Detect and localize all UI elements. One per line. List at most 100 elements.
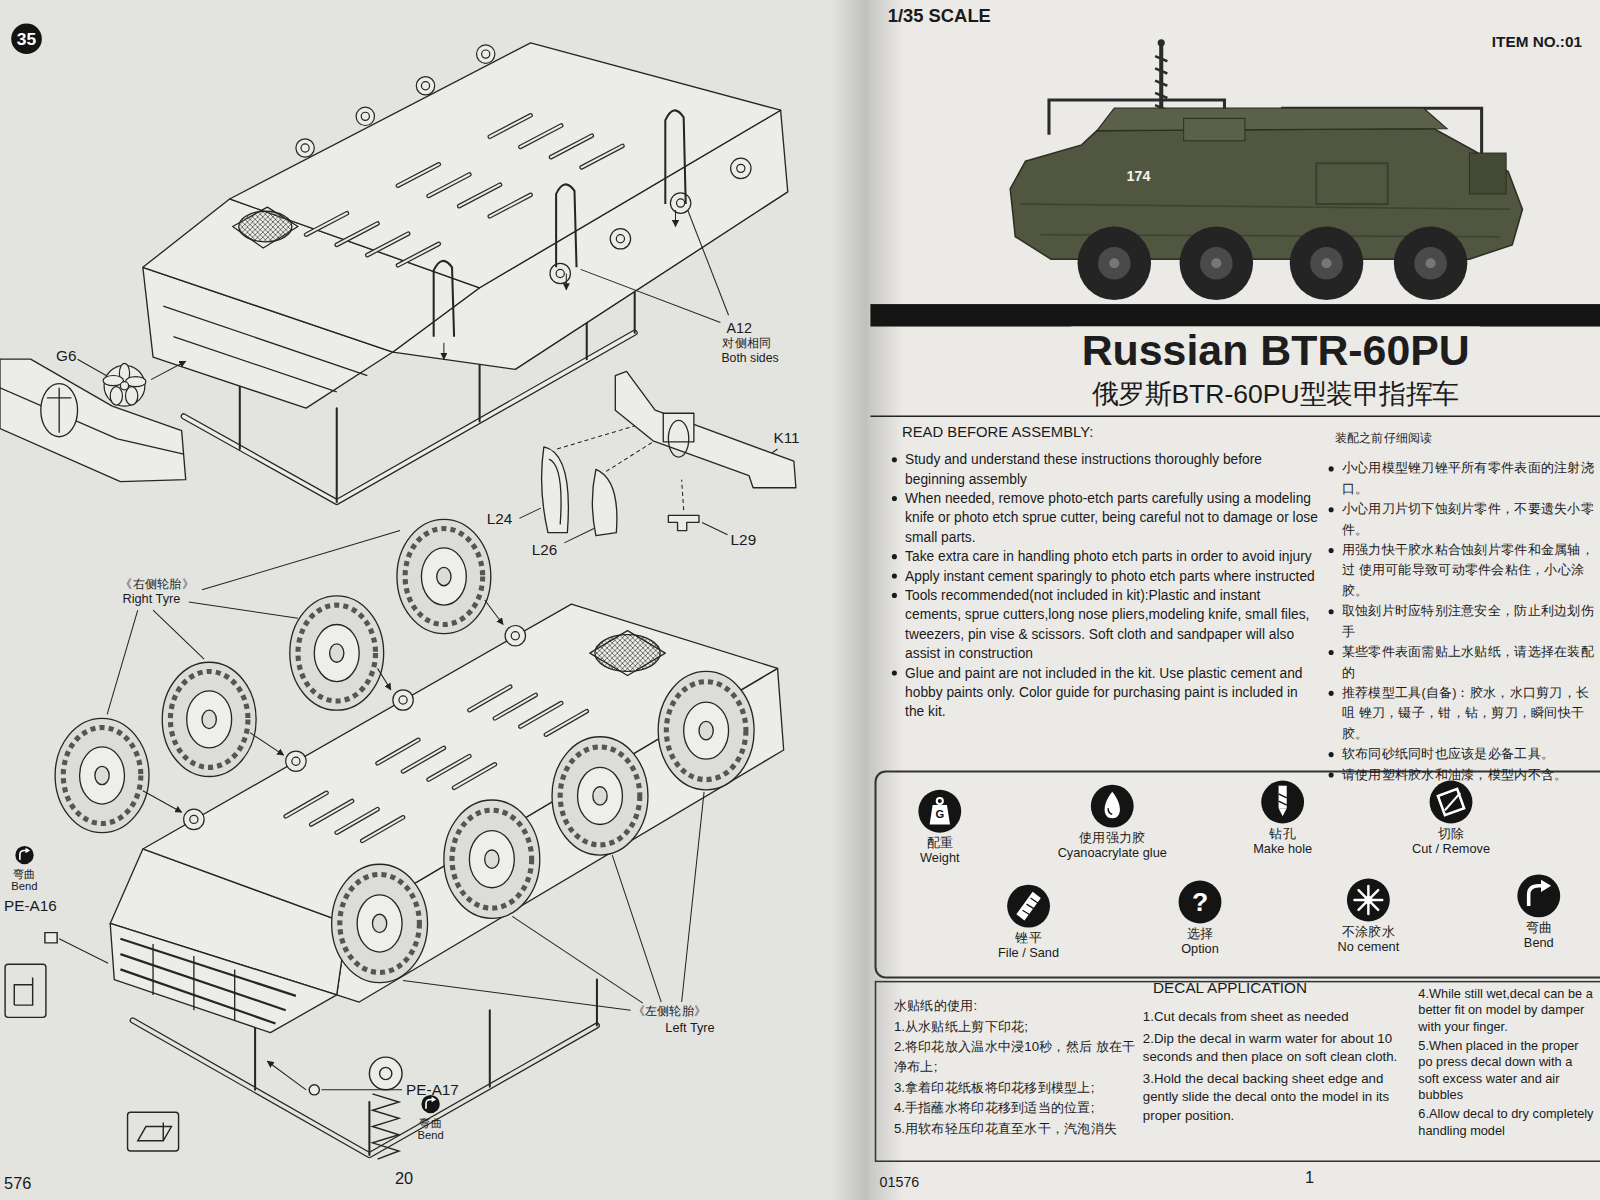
- icon-circle: [426, 1099, 432, 1108]
- part-label: L24: [487, 510, 513, 528]
- screw-part: [45, 933, 402, 1160]
- list-item: 3.Hold the decal backing sheet edge and …: [1143, 1069, 1412, 1126]
- bullet-dot: [892, 496, 897, 501]
- suspension-hub: [292, 757, 300, 765]
- bullet-dot: [892, 457, 897, 462]
- bullet-dot: [1329, 507, 1334, 512]
- icon-label: Make hole: [1216, 842, 1349, 857]
- icon-label: Bend: [405, 1129, 456, 1141]
- vehicle-marking: 174: [1127, 167, 1151, 183]
- group-label: 《右侧轮胎》: [120, 578, 193, 592]
- leader-line: [250, 733, 284, 755]
- icon-circle: [937, 798, 943, 804]
- tyre: [357, 895, 402, 952]
- icon-circle: [1261, 781, 1304, 824]
- tyre: [666, 682, 746, 780]
- vehicle-illustration: [1200, 247, 1233, 280]
- vehicle-illustration: [1321, 258, 1331, 268]
- list-item: 软布同砂纸同时也应该是必备工具。: [1327, 744, 1596, 764]
- symbol-icon: 弯曲Bend: [1488, 873, 1590, 951]
- part-label: K11: [773, 429, 799, 447]
- bracket-part: [542, 447, 569, 533]
- leader-line: [78, 359, 107, 375]
- suspension-hub: [399, 696, 407, 704]
- icon-circle: [421, 1095, 439, 1113]
- bullet-dot: [892, 670, 897, 675]
- icon-glyph: G: [873, 792, 1006, 837]
- suspension-hub: [361, 112, 369, 120]
- icon-glyph-text: G: [935, 809, 944, 820]
- screw-part: [45, 933, 57, 943]
- bend-symbol: [5, 964, 46, 1017]
- icon-circle: [1016, 892, 1040, 921]
- suspension-hub: [184, 809, 204, 829]
- instruction-list: Study and understand these instructions …: [890, 450, 1319, 721]
- icon-circle: [918, 790, 961, 833]
- icon-circle: [1108, 808, 1112, 814]
- section-heading: 装配之前仔细阅读: [1335, 432, 1433, 446]
- suspension-hub: [505, 626, 525, 646]
- icon-label: 配重: [873, 836, 1006, 851]
- fan-part: [103, 363, 146, 406]
- symbol-icon: 切除Cut / Remove: [1385, 780, 1518, 858]
- instruction-text: 4.While still wet,decal can be a better …: [1418, 986, 1596, 1035]
- part-label: G6: [56, 347, 76, 365]
- instruction-text: Tools recommended(not included in kit):P…: [905, 586, 1318, 664]
- list-item: 用强力快干胶水粘合蚀刻片零件和金属轴，过 使用可能导致可动零件会粘住，小心涂胶。: [1327, 540, 1596, 601]
- instruction-text: When needed, remove photo-etch parts car…: [905, 489, 1318, 547]
- icon-label: 弯曲: [405, 1116, 456, 1128]
- icon-circle: [1529, 886, 1542, 906]
- icon-circle: [1438, 789, 1464, 815]
- bullet-dot: [1329, 547, 1334, 552]
- vehicle-illustration: [1078, 227, 1151, 300]
- bullet-dot: [1329, 752, 1334, 757]
- tyre: [485, 850, 499, 868]
- suspension-hub: [301, 144, 309, 152]
- icon-circle: [1445, 793, 1460, 810]
- hull-drawing: [153, 944, 235, 1021]
- bullet-dot: [892, 573, 897, 578]
- leader-line: [512, 916, 643, 1003]
- suspension-hub: [511, 632, 519, 640]
- instruction-text: 4.手指蘸水将印花移到适当的位置;: [894, 1098, 1094, 1118]
- suspension-hub: [556, 269, 564, 277]
- tyre: [55, 718, 149, 832]
- tyre: [332, 864, 428, 982]
- icon-circle: [1279, 786, 1287, 808]
- hull-drawing: [110, 604, 783, 1033]
- skid-frame: [133, 1020, 597, 1155]
- step-number: 35: [6, 22, 47, 55]
- vehicle-illustration: [1290, 227, 1363, 300]
- icon-circle: [930, 805, 950, 824]
- paper: [0, 0, 867, 1200]
- leader-line: [321, 1089, 402, 1090]
- icon-circle: [11, 23, 42, 54]
- icon-glyph: ?: [1134, 880, 1267, 925]
- panel-border: [876, 771, 1600, 977]
- icon-circle: [1036, 784, 1189, 829]
- leader-line: [564, 529, 594, 543]
- leader-line: [519, 508, 540, 518]
- icon-circle: [1007, 885, 1050, 928]
- part-label: PE-A16: [4, 897, 57, 915]
- vehicle-illustration: [1098, 247, 1131, 280]
- screw-part: [380, 1067, 392, 1079]
- icon-glyph-text: ?: [1192, 889, 1208, 916]
- hull-drawing: [233, 207, 298, 248]
- leader-line: [151, 361, 186, 379]
- symbol-icon: 锉平File / Sand: [962, 884, 1095, 962]
- icon-circle: [2, 845, 47, 865]
- vehicle-illustration: [1469, 153, 1506, 194]
- icon-circle: [1541, 880, 1551, 892]
- page-number: 01576: [880, 1173, 920, 1189]
- skid-frame: [133, 1020, 597, 1155]
- leader-line: [202, 531, 400, 590]
- tyre: [699, 721, 713, 739]
- list-item: When needed, remove photo-etch parts car…: [890, 489, 1319, 547]
- section-heading: DECAL APPLICATION: [1153, 979, 1307, 997]
- bracket-part: [542, 371, 796, 535]
- panel-border: [876, 771, 1600, 1161]
- instruction-text: 水贴纸的使用:: [894, 996, 977, 1016]
